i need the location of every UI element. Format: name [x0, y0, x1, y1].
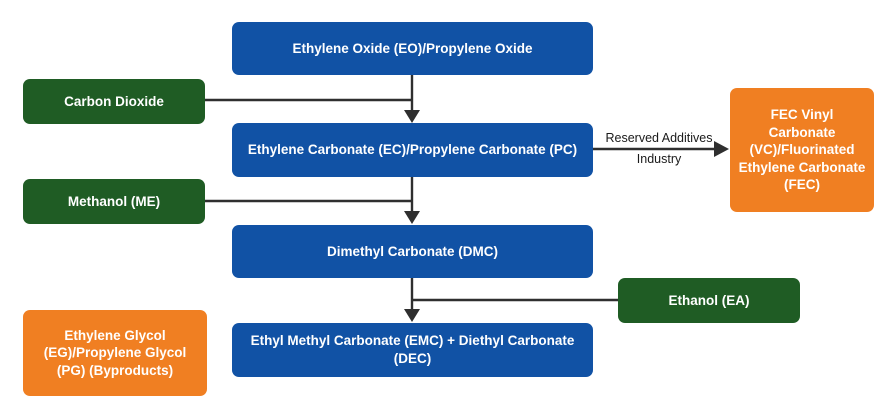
node-ethylene-glycol: Ethylene Glycol (EG)/Propylene Glycol (P…	[23, 310, 207, 396]
arrowhead-dmc-to-emc-icon	[404, 309, 420, 322]
node-methanol: Methanol (ME)	[23, 179, 205, 224]
arrowhead-eo-to-ec-icon	[404, 110, 420, 123]
node-ethylene-oxide: Ethylene Oxide (EO)/Propylene Oxide	[232, 22, 593, 75]
node-ethylene-carbonate: Ethylene Carbonate (EC)/Propylene Carbon…	[232, 123, 593, 177]
edge-label-line2: Industry	[636, 152, 682, 166]
arrowhead-ec-to-dmc-icon	[404, 211, 420, 224]
edge-label-reserved-additives: Reserved Additives Industry	[592, 131, 726, 167]
node-carbon-dioxide: Carbon Dioxide	[23, 79, 205, 124]
edge-label-line1: Reserved Additives	[605, 131, 713, 145]
node-ethanol: Ethanol (EA)	[618, 278, 800, 323]
node-fec-vinyl-carbonate: FEC Vinyl Carbonate (VC)/Fluorinated Eth…	[730, 88, 874, 212]
node-dimethyl-carbonate: Dimethyl Carbonate (DMC)	[232, 225, 593, 278]
node-ethyl-methyl-carbonate: Ethyl Methyl Carbonate (EMC) + Diethyl C…	[232, 323, 593, 377]
